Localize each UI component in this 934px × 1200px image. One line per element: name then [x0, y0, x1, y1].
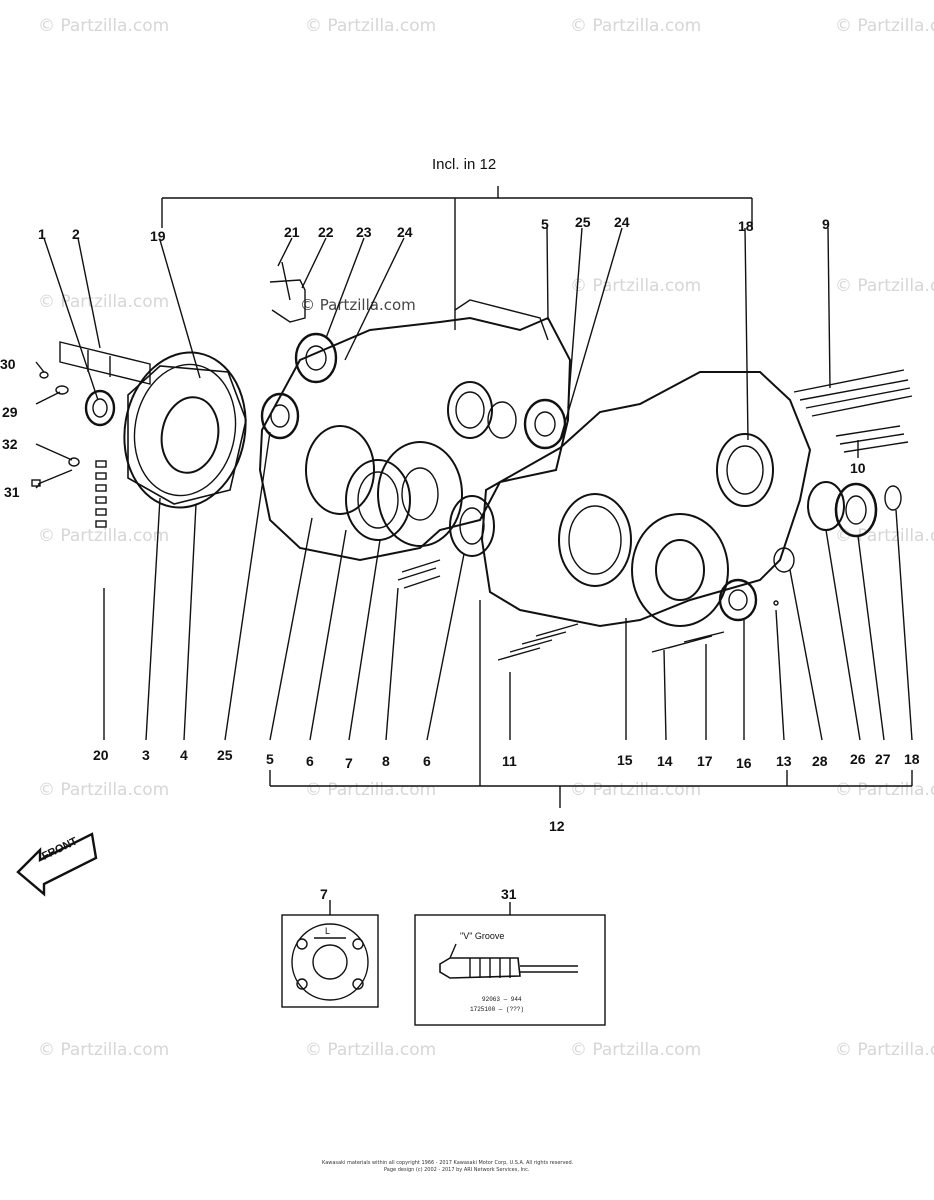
- callout: 5: [266, 751, 274, 767]
- watermark: © Partzilla.com: [570, 780, 702, 800]
- detail-dimension-label: L: [325, 926, 331, 936]
- callout: 11: [502, 753, 517, 769]
- callout: 21: [284, 224, 300, 240]
- callout: 16: [736, 755, 752, 771]
- part-number-line: 92063 — 944: [482, 996, 522, 1003]
- part-number-line: 1725100 — (???): [470, 1006, 525, 1013]
- callout: 25: [575, 214, 591, 230]
- callout: 19: [150, 228, 166, 244]
- callout: 28: [812, 753, 828, 769]
- callout: 25: [217, 747, 233, 763]
- callout: 32: [2, 436, 18, 452]
- watermark: © Partzilla.com: [570, 276, 702, 296]
- watermark: © Partzilla.com: [570, 16, 702, 36]
- watermark: © Partzilla.com: [835, 780, 934, 800]
- watermark: © Partzilla.com: [38, 780, 170, 800]
- callout: 26: [850, 751, 866, 767]
- watermark: © Partzilla.com: [835, 526, 934, 546]
- watermark: © Partzilla.com: [835, 16, 934, 36]
- callout: 9: [822, 216, 830, 232]
- callout: 24: [614, 214, 630, 230]
- groove-label: "V" Groove: [460, 931, 505, 941]
- copyright-notice: Page design (c) 2002 - 2017 by ARI Netwo…: [384, 1167, 530, 1173]
- callout: 23: [356, 224, 372, 240]
- callout: 8: [382, 753, 390, 769]
- callout: 13: [776, 753, 792, 769]
- watermark: © Partzilla.com: [305, 16, 437, 36]
- callout: 24: [397, 224, 413, 240]
- included-in-label: Incl. in 12: [432, 156, 497, 173]
- callout: 22: [318, 224, 334, 240]
- assembly-label: 12: [549, 818, 565, 834]
- callout: 15: [617, 752, 633, 768]
- callout: 1: [38, 226, 46, 242]
- callout: 31: [4, 484, 20, 500]
- watermark: © Partzilla.com: [38, 1040, 170, 1060]
- copyright-notice: Kawasaki materials within all copyright …: [322, 1160, 574, 1166]
- watermark: © Partzilla.com: [38, 526, 170, 546]
- callout: 3: [142, 747, 150, 763]
- callout: 29: [2, 404, 18, 420]
- callout: 7: [345, 755, 353, 771]
- callout: 27: [875, 751, 891, 767]
- callout: 4: [180, 747, 188, 763]
- callout: 2: [72, 226, 80, 242]
- callout: 20: [93, 747, 109, 763]
- watermark: © Partzilla.com: [305, 780, 437, 800]
- callout: 18: [904, 751, 920, 767]
- callout: 6: [306, 753, 314, 769]
- detail-callout: 7: [320, 886, 328, 902]
- callout: 17: [697, 753, 713, 769]
- callout: 14: [657, 753, 673, 769]
- callout: 18: [738, 218, 754, 234]
- callout: 6: [423, 753, 431, 769]
- watermark: © Partzilla.com: [38, 16, 170, 36]
- watermark: © Partzilla.com: [38, 292, 170, 312]
- detail-callout: 31: [501, 886, 517, 902]
- watermark: © Partzilla.com: [305, 1040, 437, 1060]
- watermark: © Partzilla.com: [835, 1040, 934, 1060]
- callout: 10: [850, 460, 866, 476]
- callout: 5: [541, 216, 549, 232]
- inner-watermark: © Partzilla.com: [300, 296, 416, 314]
- callout: 30: [0, 356, 16, 372]
- watermark: © Partzilla.com: [835, 276, 934, 296]
- watermark: © Partzilla.com: [570, 1040, 702, 1060]
